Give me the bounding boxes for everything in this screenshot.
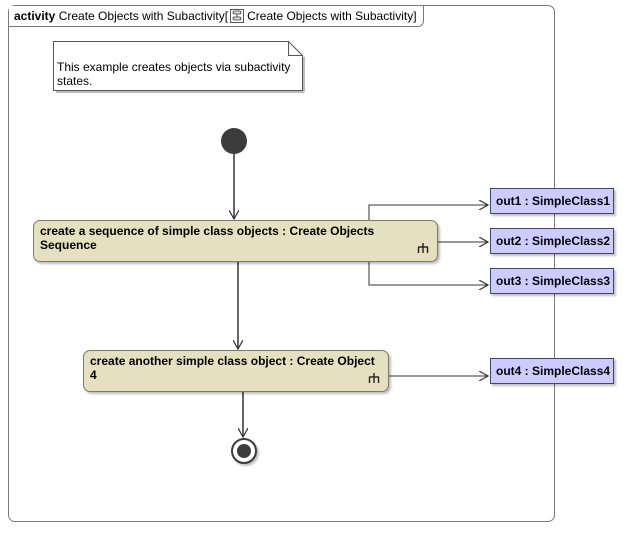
call-behavior-rake-icon (417, 243, 429, 253)
note-shape (53, 41, 305, 93)
activity-final-node[interactable] (231, 438, 257, 464)
output-pin-out2[interactable]: out2 : SimpleClass2 (490, 228, 614, 254)
frame-diagram-name: Create Objects with Subactivity (247, 9, 414, 23)
action-label: create another simple class object : Cre… (90, 354, 375, 382)
final-node-dot (237, 444, 251, 458)
comment-note[interactable]: This example creates objects via subacti… (53, 41, 305, 93)
initial-node[interactable] (221, 128, 247, 154)
output-pin-out3[interactable]: out3 : SimpleClass3 (490, 268, 614, 294)
action-create-object-4[interactable]: create another simple class object : Cre… (83, 350, 389, 392)
action-label: create a sequence of simple class object… (40, 224, 375, 252)
frame-open-bracket: [ (224, 9, 229, 23)
call-behavior-rake-icon (368, 373, 380, 383)
frame-keyword: activity (14, 9, 56, 23)
output-pin-out4[interactable]: out4 : SimpleClass4 (490, 358, 614, 384)
action-create-objects-sequence[interactable]: create a sequence of simple class object… (33, 220, 438, 262)
frame-title: Create Objects with Subactivity (58, 9, 225, 23)
output-pin-out1[interactable]: out1 : SimpleClass1 (490, 188, 614, 214)
note-text: This example creates objects via subacti… (57, 60, 291, 88)
frame-close-bracket: ] (413, 9, 417, 23)
frame-header: activity Create Objects with Subactivity… (9, 6, 424, 27)
flow-to-out3[interactable] (368, 262, 488, 285)
activity-diagram-icon (230, 9, 245, 23)
flow-to-out1[interactable] (368, 205, 488, 220)
